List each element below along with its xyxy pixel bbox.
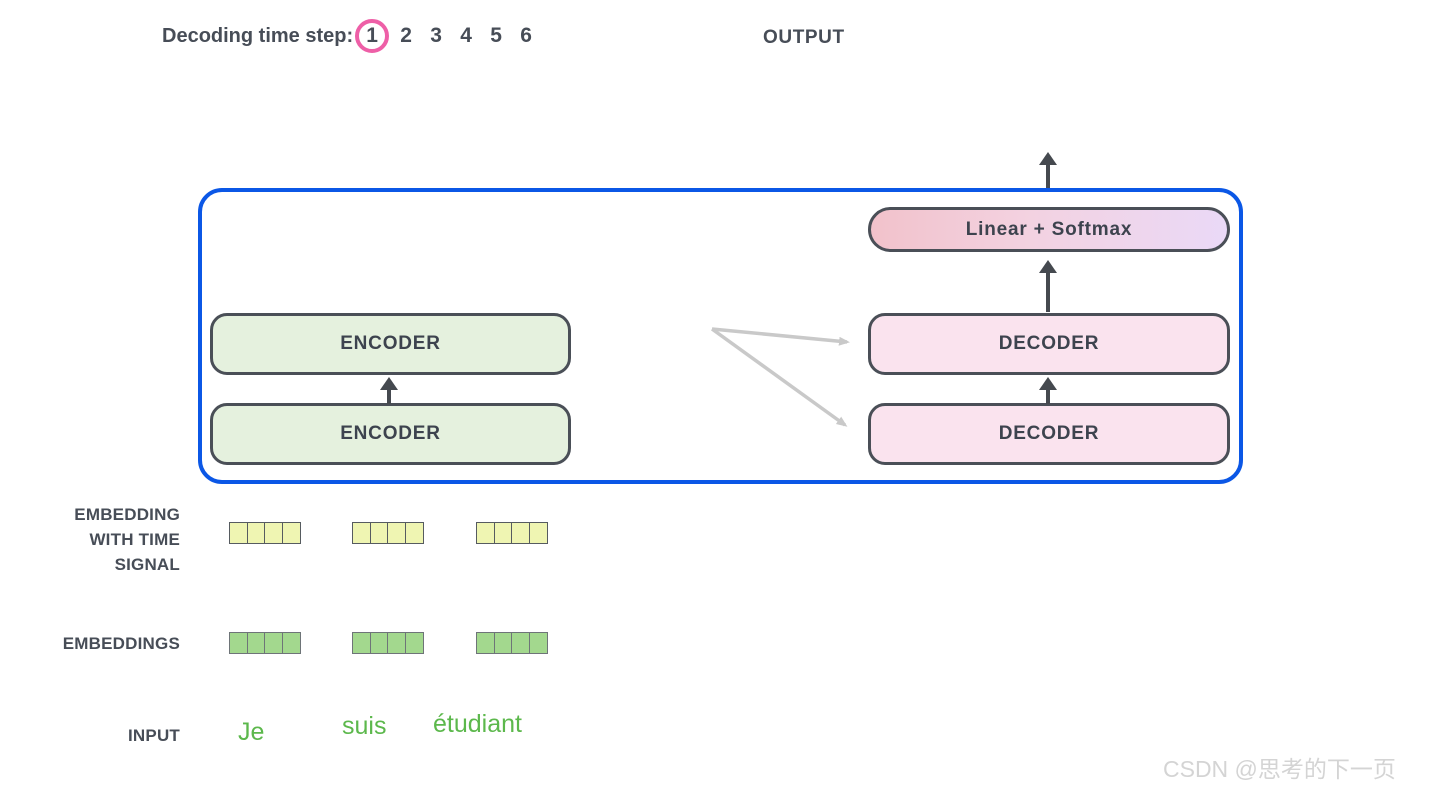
vector-cell — [511, 522, 530, 544]
vector-cell — [387, 522, 406, 544]
active-step-circle: 1 — [355, 19, 390, 53]
vector-cell — [264, 522, 283, 544]
time-step-5: 5 — [490, 24, 502, 47]
vector-cell — [369, 632, 389, 654]
vector-cell — [511, 632, 530, 654]
vector-cell — [476, 632, 495, 654]
time-step-list: 1 2 3 4 5 6 — [355, 19, 533, 53]
decoder-label: DECODER — [998, 423, 1100, 444]
vector-cell — [387, 632, 406, 654]
encoder-block-bottom: ENCODER — [210, 403, 571, 465]
transformer-stack-panel — [198, 188, 1243, 484]
vector-cell — [246, 522, 266, 544]
embedding-with-time-signal-label: EMBEDDING WITH TIME SIGNAL — [74, 505, 180, 574]
vector-cell — [528, 632, 548, 654]
decoding-time-step-label: Decoding time step: — [162, 24, 354, 47]
time-step-2: 2 — [400, 24, 412, 47]
time-signal-vector-3 — [476, 522, 548, 544]
decoder-stack-arrow-icon — [1039, 377, 1057, 404]
encoder-label: ENCODER — [340, 423, 441, 444]
vector-cell — [352, 632, 371, 654]
decoder-label: DECODER — [998, 333, 1100, 354]
encoder-to-decoder-arrows-icon — [710, 327, 850, 427]
output-arrow-icon — [1039, 152, 1057, 189]
embedding-vector-3 — [476, 632, 548, 654]
vector-cell — [493, 632, 513, 654]
vector-cell — [281, 632, 301, 654]
time-step-3: 3 — [430, 24, 442, 47]
vector-cell — [369, 522, 389, 544]
decoding-time-step-row: Decoding time step: 1 2 3 4 5 6 — [162, 17, 533, 55]
vector-cell — [528, 522, 548, 544]
decoder-to-softmax-arrow-icon — [1039, 260, 1057, 312]
embedding-vector-1 — [229, 632, 301, 654]
linear-softmax-block: Linear + Softmax — [868, 207, 1230, 252]
input-word-2: suis — [342, 712, 387, 740]
csdn-watermark: CSDN @思考的下一页 — [1163, 756, 1396, 782]
output-label: OUTPUT — [763, 27, 845, 48]
linear-softmax-label: Linear + Softmax — [965, 218, 1133, 240]
encoder-label: ENCODER — [340, 333, 441, 354]
time-step-6: 6 — [520, 24, 532, 47]
vector-cell — [404, 522, 424, 544]
vector-cell — [229, 632, 248, 654]
input-word-3: étudiant — [433, 710, 522, 738]
time-signal-vector-1 — [229, 522, 301, 544]
time-signal-vector-2 — [352, 522, 424, 544]
vector-cell — [404, 632, 424, 654]
encoder-stack-arrow-icon — [380, 377, 398, 404]
input-label: INPUT — [128, 726, 180, 745]
vector-cell — [246, 632, 266, 654]
input-word-1: Je — [238, 718, 265, 746]
vector-cell — [281, 522, 301, 544]
time-step-1: 1 — [366, 24, 378, 47]
vector-cell — [229, 522, 248, 544]
vector-cell — [352, 522, 371, 544]
decoder-block-bottom: DECODER — [868, 403, 1230, 465]
encoder-block-top: ENCODER — [210, 313, 571, 375]
embedding-vector-2 — [352, 632, 424, 654]
time-step-4: 4 — [460, 24, 472, 47]
decoder-block-top: DECODER — [868, 313, 1230, 375]
embeddings-label: EMBEDDINGS — [62, 634, 180, 653]
vector-cell — [264, 632, 283, 654]
vector-cell — [476, 522, 495, 544]
vector-cell — [493, 522, 513, 544]
